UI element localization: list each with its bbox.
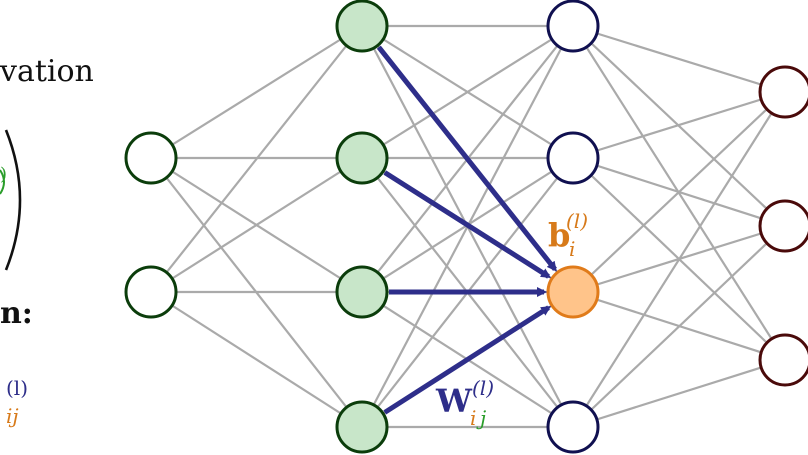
edge-hidden2-3-to-output-0	[572, 91, 786, 428]
weight-arrow-0	[376, 45, 557, 272]
weight-label-sub-i: i	[470, 406, 476, 430]
caption-fragment-colon-text: n:	[0, 296, 33, 331]
edge-hidden2-2-to-output-0	[572, 91, 786, 293]
weight-label-main: W	[435, 382, 473, 420]
nodes-group	[124, 0, 808, 454]
node-input-1	[124, 265, 178, 319]
node-hidden2-1	[546, 131, 600, 185]
node-output-1	[758, 199, 808, 253]
node-output-2	[758, 333, 808, 387]
edge-hidden2-0-to-output-0	[572, 24, 786, 94]
edge-input-1-to-hidden1-1	[150, 157, 363, 293]
bias-label: b i (l)	[548, 209, 588, 261]
node-hidden2-3	[546, 400, 600, 454]
weight-arrow-1	[383, 170, 552, 279]
caption-fragment-subscript: ij	[6, 404, 19, 428]
edge-hidden1-1-to-hidden2-0	[361, 25, 574, 159]
edge-input-1-to-hidden1-0	[150, 25, 363, 293]
caption-fragment-colon: n:	[0, 296, 33, 331]
weight-label-sub-j: j	[476, 406, 486, 430]
caption-fragment-activation: vation	[0, 54, 94, 89]
caption-fragment-sub-text: ij	[6, 404, 19, 428]
edge-input-1-to-hidden1-3	[150, 291, 363, 428]
node-target-neuron	[546, 265, 600, 319]
arrows-group	[376, 45, 557, 415]
node-hidden1-0	[335, 0, 389, 53]
caption-fragment-superscript: (l)	[6, 376, 28, 400]
node-output-0	[758, 65, 808, 119]
big-parenthesis	[4, 129, 22, 271]
edge-hidden2-3-to-output-1	[572, 225, 786, 428]
bias-label-sub: i	[569, 237, 575, 261]
node-hidden1-1	[335, 131, 389, 185]
weight-label: W i j (l)	[435, 376, 494, 430]
node-input-0	[124, 131, 178, 185]
weight-arrow-3	[383, 305, 552, 415]
node-hidden2-0	[546, 0, 600, 53]
caption-fragment-sup-text: (l)	[6, 376, 29, 400]
edge-hidden2-1-to-output-0	[572, 90, 786, 160]
bias-label-main: b	[548, 216, 570, 254]
node-hidden1-2	[335, 265, 389, 319]
edge-input-0-to-hidden1-0	[150, 25, 363, 159]
node-hidden1-3	[335, 400, 389, 454]
weight-label-sup: (l)	[472, 376, 494, 400]
edge-hidden2-3-to-output-2	[572, 358, 786, 429]
small-paren-fragment	[0, 169, 5, 195]
caption-fragment-activation-text: vation	[0, 54, 94, 89]
bias-label-sup: (l)	[566, 209, 588, 233]
